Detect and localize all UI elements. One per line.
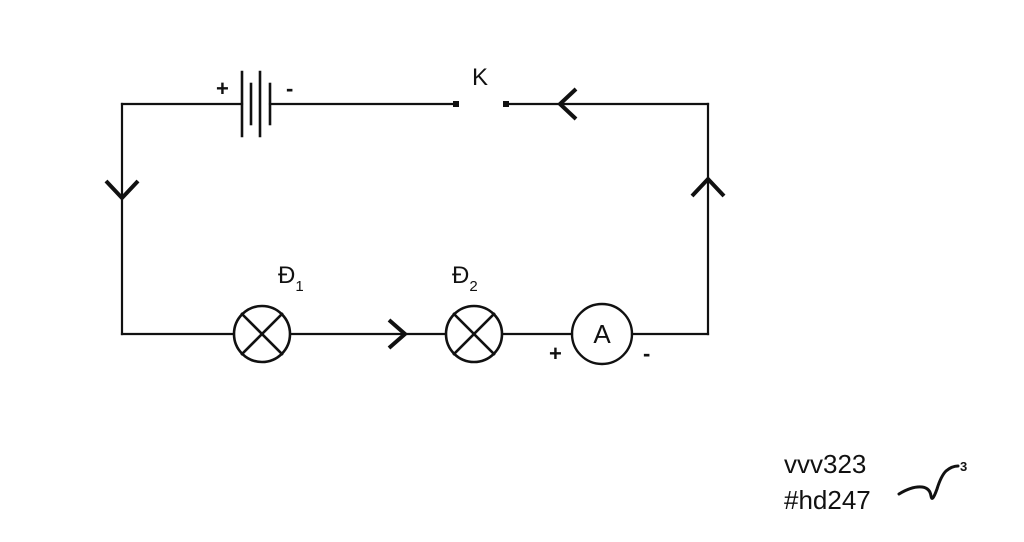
signature-scribble — [897, 464, 960, 500]
arrow-left-icon — [557, 87, 578, 121]
lamp-2-label: Đ2 — [452, 262, 478, 295]
lamp-2-cross-b — [452, 312, 496, 356]
signature-mark: 3 — [960, 459, 967, 474]
lamp-1-letter: Đ — [278, 262, 295, 289]
lamp-1-subscript: 1 — [295, 278, 303, 295]
wires — [120, 102, 710, 336]
battery-symbol — [240, 70, 272, 138]
ammeter-symbol — [570, 302, 634, 366]
lamp-2-circle — [444, 304, 504, 364]
lamp-2-symbol — [444, 304, 504, 364]
lamp-2-letter: Đ — [452, 262, 469, 289]
signature-line-2: #hd247 — [784, 485, 871, 515]
lamp-1-cross-b — [240, 312, 284, 356]
arrow-down-icon — [104, 179, 140, 201]
arrow-up-icon — [690, 176, 726, 198]
switch-contact-left — [453, 101, 459, 107]
ammeter-label: A — [593, 319, 611, 349]
lamp-1-circle — [232, 304, 292, 364]
switch-label: K — [472, 64, 488, 91]
lamp-2-subscript: 2 — [469, 278, 477, 295]
switch-contact-right — [503, 101, 509, 107]
battery-minus-sign: - — [286, 76, 293, 101]
lamp-1-symbol — [232, 304, 292, 364]
battery-plus-sign: + — [216, 76, 229, 101]
ammeter-plus-sign: + — [549, 341, 562, 366]
arrow-right-icon — [387, 318, 409, 350]
switch-k-symbol — [453, 101, 509, 107]
ammeter-circle — [570, 302, 634, 366]
ammeter-minus-sign: - — [643, 341, 650, 366]
signature-line-1: vvv323 — [784, 449, 866, 479]
lamp-1-label: Đ1 — [278, 262, 304, 295]
